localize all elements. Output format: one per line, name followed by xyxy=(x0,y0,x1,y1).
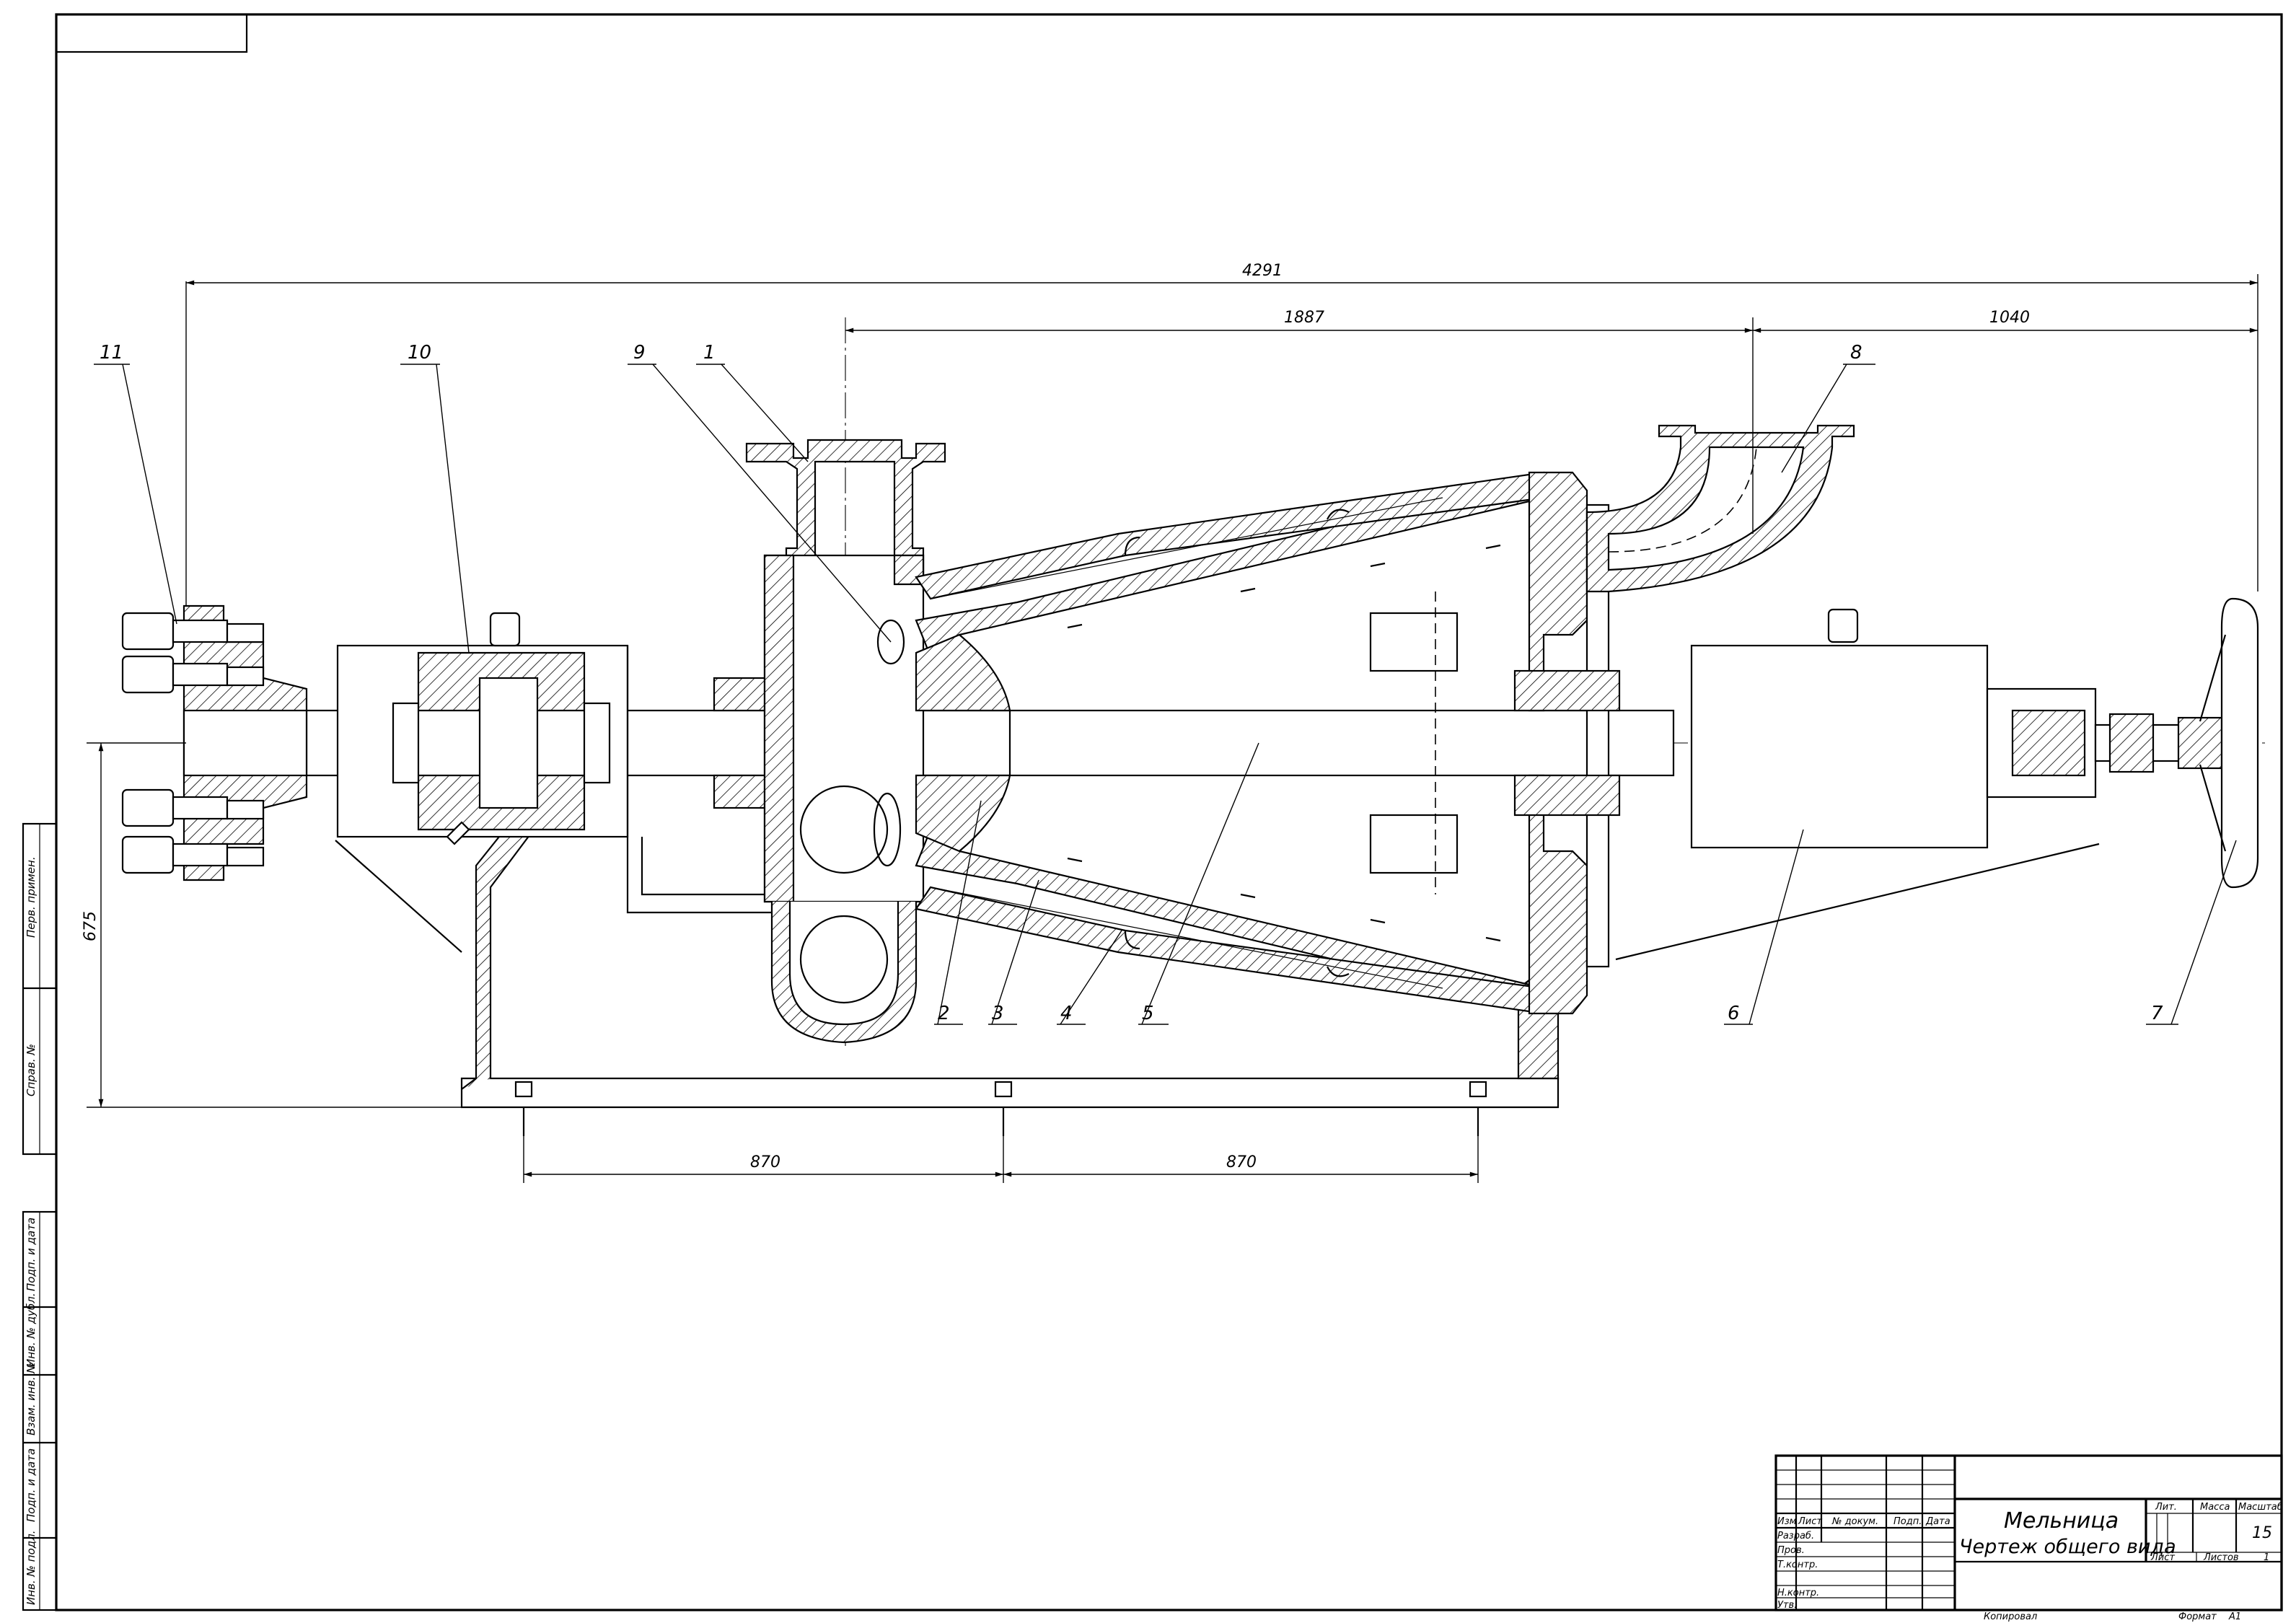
dim-overall-length: 4291 xyxy=(1242,262,1283,280)
inlet-housing xyxy=(745,439,946,1044)
tb-t-kontr: Т.контр. xyxy=(1777,1560,1818,1570)
callout-9: 9 xyxy=(628,342,892,643)
gearbox xyxy=(1690,608,2097,849)
svg-text:10: 10 xyxy=(408,342,431,364)
callout-11: 11 xyxy=(94,342,177,625)
title-block: Изм Лист № докум. Подп. Дата Разраб. Про… xyxy=(1774,1454,2283,1622)
base-bolt-right xyxy=(1469,1081,1487,1136)
callout-2: 2 xyxy=(934,800,982,1025)
stamp-sprav-no: Справ. № xyxy=(25,1044,38,1096)
callouts: 11 10 9 1 8 2 3 xyxy=(94,342,2237,1025)
base-bolt-left xyxy=(514,1081,533,1136)
tb-data: Дата xyxy=(1925,1516,1950,1527)
callout-10: 10 xyxy=(400,342,470,654)
callout-6: 6 xyxy=(1724,829,1804,1025)
coupling-bolt-1 xyxy=(121,612,265,651)
tb-sheet: Лист xyxy=(2150,1552,2175,1563)
dim-center-to-flange: 1887 xyxy=(1284,309,1324,327)
tb-podp: Подп. xyxy=(1893,1516,1922,1527)
callout-7: 7 xyxy=(2146,840,2237,1025)
stamp-vzam-inv: Взам. инв. № xyxy=(25,1362,38,1435)
tb-name-line2: Чертеж общего вида xyxy=(1959,1536,2176,1558)
svg-text:6: 6 xyxy=(1728,1003,1740,1024)
svg-text:1: 1 xyxy=(703,342,716,364)
coupling-bolt-2 xyxy=(121,655,265,694)
tb-sheets-value: 1 xyxy=(2264,1552,2269,1563)
tb-massa: Масса xyxy=(2200,1502,2230,1513)
sheet-frame xyxy=(55,13,2283,1611)
svg-text:3: 3 xyxy=(992,1003,1004,1024)
stamp-podp-data-bottom: Подп. и дата xyxy=(25,1448,38,1522)
tb-lit: Лит. xyxy=(2155,1502,2177,1513)
stamp-podp-data-top: Подп. и дата xyxy=(25,1218,38,1291)
dim-axis-height: 675 xyxy=(82,911,100,941)
tb-name-line1: Мельница xyxy=(2004,1508,2119,1534)
tb-n-kontr: Н.контр. xyxy=(1777,1588,1819,1598)
callout-8: 8 xyxy=(1781,342,1875,473)
coupling-bolt-4 xyxy=(121,835,265,874)
svg-text:8: 8 xyxy=(1850,342,1862,364)
tb-format: Формат xyxy=(2178,1611,2217,1622)
dimensions: 4291 1887 1040 675 870 870 xyxy=(82,262,2258,1183)
tb-n-dokum: № докум. xyxy=(1831,1516,1878,1527)
tb-copied: Копировал xyxy=(1984,1611,2037,1622)
tb-izm: Изм xyxy=(1777,1516,1797,1527)
tb-razrab: Разраб. xyxy=(1777,1531,1814,1541)
tb-format-value: А1 xyxy=(2228,1611,2241,1622)
tb-masshtab: Масштаб xyxy=(2238,1502,2283,1513)
outlet-elbow xyxy=(1585,424,1855,593)
dim-base-span-left: 870 xyxy=(750,1153,780,1171)
svg-text:7: 7 xyxy=(2151,1003,2163,1024)
stuffing-gland xyxy=(713,677,773,809)
svg-text:4: 4 xyxy=(1060,1003,1073,1024)
bearing-housing xyxy=(336,612,780,914)
callout-5: 5 xyxy=(1138,742,1259,1025)
coupling xyxy=(121,604,308,881)
coupling-bolt-3 xyxy=(121,788,265,827)
base-frame xyxy=(335,828,2100,1136)
stamp-inv-dubl: Инв. № дубл. xyxy=(25,1293,38,1367)
tb-utv: Утв. xyxy=(1777,1600,1797,1611)
callout-1: 1 xyxy=(696,342,809,462)
svg-text:2: 2 xyxy=(938,1003,950,1024)
base-bolt-middle xyxy=(994,1081,1013,1136)
dim-flange-to-end: 1040 xyxy=(1989,309,2030,327)
tb-prov: Пров. xyxy=(1777,1545,1805,1556)
stamp-perv-primen: Перв. примен. xyxy=(25,856,38,938)
callout-3: 3 xyxy=(988,879,1039,1025)
tb-list: Лист xyxy=(1798,1516,1822,1527)
handwheel xyxy=(2094,597,2259,889)
dim-base-span-right: 870 xyxy=(1226,1153,1257,1171)
side-stamp: Перв. примен. Справ. № Подп. и дата Инв.… xyxy=(22,822,58,1611)
tb-sheets: Листов xyxy=(2203,1552,2239,1563)
svg-text:11: 11 xyxy=(100,342,123,364)
stamp-inv-podl: Инв. № подл. xyxy=(25,1531,38,1605)
callout-4: 4 xyxy=(1057,930,1122,1025)
svg-text:9: 9 xyxy=(633,342,646,364)
tb-scale-value: 15 xyxy=(2252,1524,2272,1542)
svg-text:5: 5 xyxy=(1142,1003,1154,1024)
